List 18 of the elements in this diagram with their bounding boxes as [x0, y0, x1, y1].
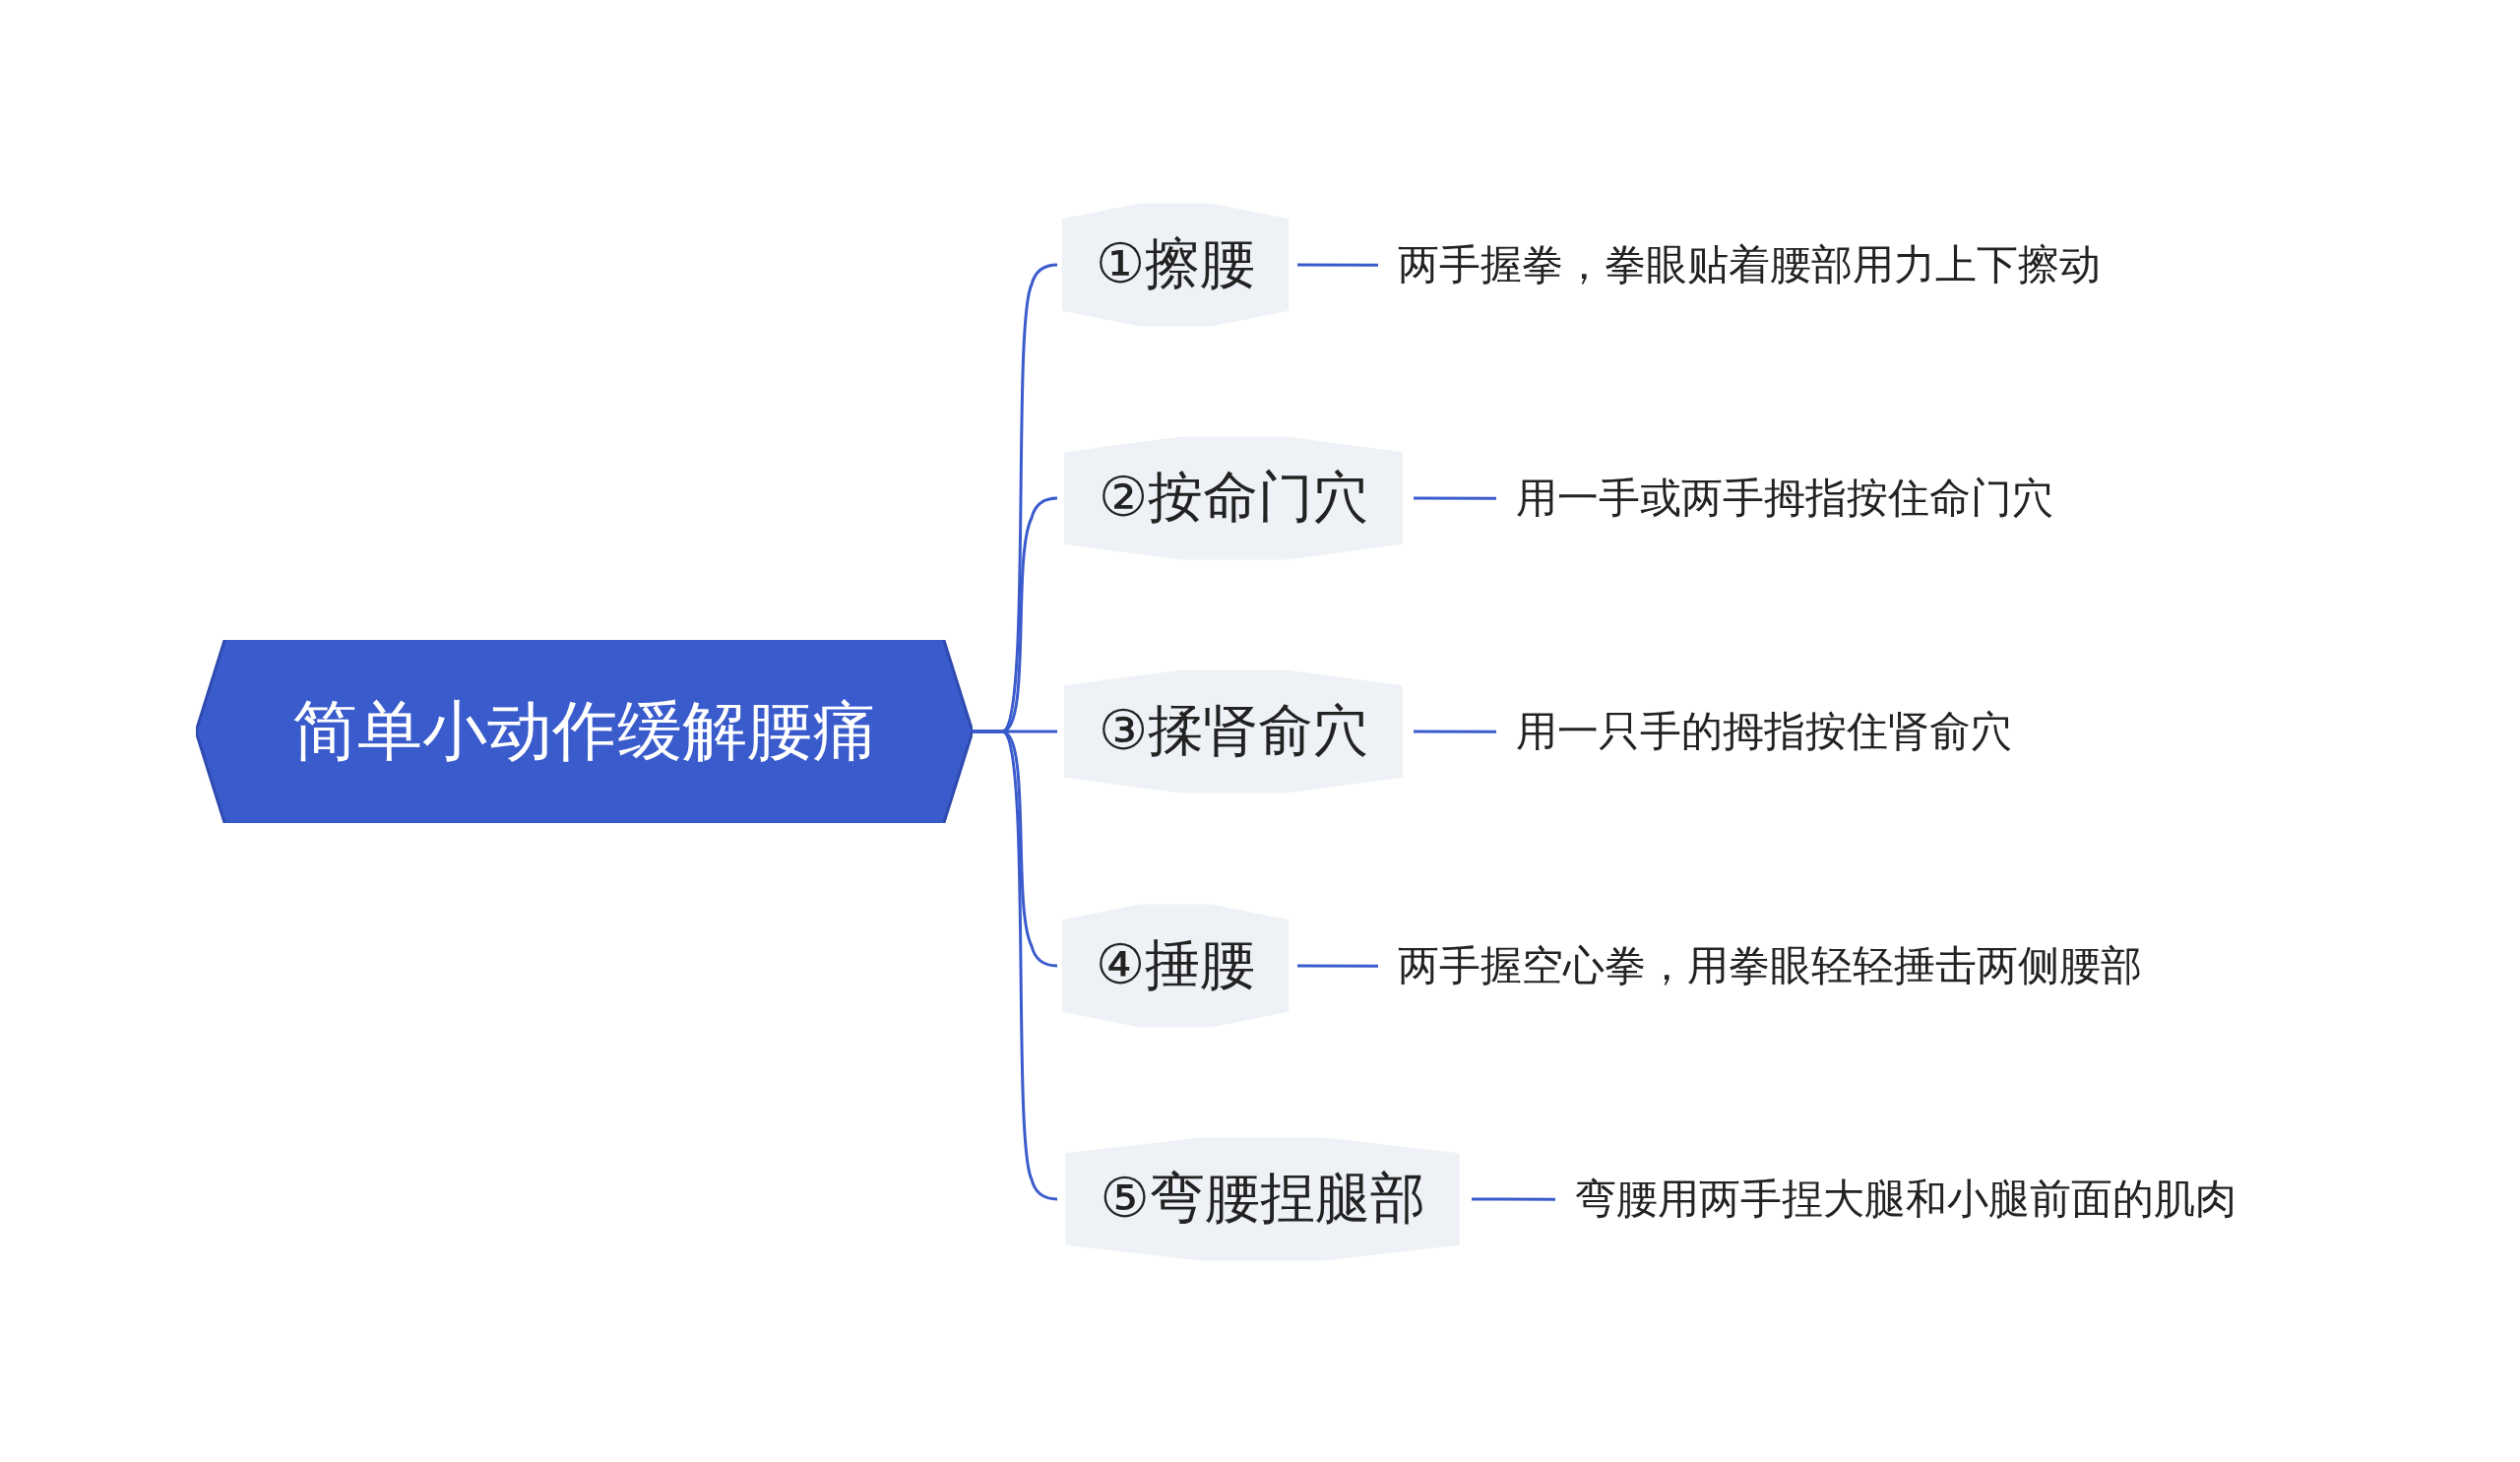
title-text: 简单小动作缓解腰痛 — [291, 692, 877, 771]
connector-line — [1297, 964, 1378, 968]
description-text: 弯腰用两手捏大腿和小腿前面的肌肉 — [1575, 1175, 2236, 1225]
central-topic-box — [196, 640, 973, 823]
description-text: 两手握空心拳，用拳眼轻轻捶击两侧腰部 — [1398, 941, 2142, 991]
connector-line — [1472, 1197, 1555, 1201]
topic-label: ③揉肾俞穴 — [1098, 697, 1369, 764]
topic-label: ②按命门穴 — [1098, 464, 1369, 531]
topic-label: ④捶腰 — [1095, 931, 1256, 998]
connector-line — [1414, 730, 1496, 733]
topic-label: ①擦腰 — [1095, 230, 1256, 297]
topic-label: ⑤弯腰捏腿部 — [1100, 1165, 1425, 1232]
connector-line — [1297, 263, 1378, 267]
description-text: 用一手或两手拇指按住命门穴 — [1516, 474, 2053, 524]
description-text: 两手握拳，拳眼贴着腰部用力上下擦动 — [1398, 240, 2101, 290]
connector-line — [973, 730, 1058, 1201]
description-text: 用一只手的拇指按住肾俞穴 — [1516, 707, 2012, 757]
connector-line — [1414, 496, 1496, 500]
